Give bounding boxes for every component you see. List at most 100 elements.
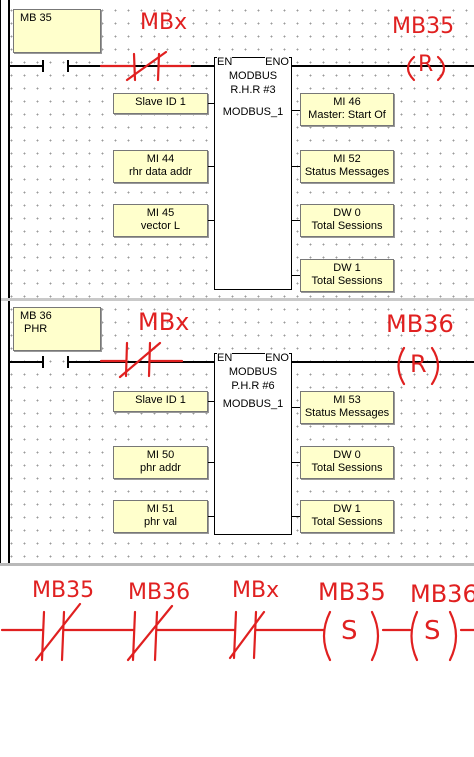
param-line2: Status Messages bbox=[304, 166, 390, 178]
ink-sketch-coil2-right bbox=[448, 610, 458, 662]
param-line2: phr val bbox=[143, 516, 178, 528]
rung1-eno-pin: ENO bbox=[265, 56, 289, 68]
rung1-output-dw0[interactable]: DW 0 Total Sessions bbox=[300, 204, 394, 237]
rung1-input-vector[interactable]: MI 45 vector L bbox=[113, 204, 208, 237]
rung2-output-status[interactable]: MI 53 Status Messages bbox=[300, 391, 394, 424]
rung1-wire-right bbox=[291, 65, 474, 67]
rung-divider bbox=[1, 298, 474, 301]
ink-sketch-c1-r bbox=[60, 610, 66, 662]
ink-rung2-contact-r bbox=[147, 341, 152, 378]
rung1-output-wire-3 bbox=[291, 220, 300, 221]
rung1-block-subtitle: R.H.R #3 bbox=[230, 84, 276, 96]
ink-rung1-coil-name: MB35 bbox=[392, 14, 455, 39]
rung1-block-title: MODBUS bbox=[228, 70, 278, 82]
rung2-output-dw1[interactable]: DW 1 Total Sessions bbox=[300, 500, 394, 533]
rung1-contact-left-bar bbox=[42, 60, 44, 72]
rung1-output-master-start[interactable]: MI 46 Master: Start Of bbox=[300, 93, 394, 126]
rung2-en-pin: EN bbox=[217, 352, 233, 364]
rung2-net-label-line1: MB 36 bbox=[20, 310, 52, 322]
rung1-input-wire-1 bbox=[208, 103, 215, 104]
rung2-input-phr-addr[interactable]: MI 50 phr addr bbox=[113, 446, 208, 479]
rung2-output-dw0[interactable]: DW 0 Total Sessions bbox=[300, 446, 394, 479]
ink-sketch-c3-r bbox=[252, 610, 258, 660]
param-line2: Total Sessions bbox=[311, 462, 383, 474]
param-line1: DW 0 bbox=[333, 207, 361, 219]
param-line2: vector L bbox=[140, 220, 181, 232]
rung1-net-label[interactable]: MB 35 bbox=[13, 9, 101, 53]
rung1-input-wire-2 bbox=[208, 166, 215, 167]
rung1-input-data-addr[interactable]: MI 44 rhr data addr bbox=[113, 150, 208, 183]
editor-bottom-edge bbox=[0, 563, 474, 566]
ink-sketch-coil2-left bbox=[410, 610, 419, 662]
ink-sketch-label-2: MB36 bbox=[128, 580, 191, 605]
rung1-output-dw1[interactable]: DW 1 Total Sessions bbox=[300, 259, 394, 292]
ink-rung2-coil-left bbox=[397, 346, 406, 386]
rung2-wire-mid bbox=[69, 361, 215, 363]
ink-rung1-contact-label: MBx bbox=[140, 10, 188, 35]
param-line1: DW 1 bbox=[333, 503, 361, 515]
rung2-net-label[interactable]: MB 36 PHR bbox=[13, 307, 101, 351]
rung2-block-instance: MODBUS_1 bbox=[222, 398, 284, 410]
ladder-editor[interactable]: MB 35 EN ENO MODBUS R.H.R #3 MODBUS_1 Sl… bbox=[0, 0, 474, 566]
rung2-input-wire-2 bbox=[208, 462, 215, 463]
rung1-output-wire-4 bbox=[291, 275, 300, 276]
rung2-contact-left-bar bbox=[42, 356, 44, 368]
param-line1: Slave ID 1 bbox=[135, 394, 186, 406]
ink-rung1-coil-left bbox=[406, 55, 416, 82]
rung1-output-wire-2 bbox=[291, 166, 300, 167]
rung2-block-subtitle: P.H.R #6 bbox=[231, 380, 275, 392]
rung2-input-wire-1 bbox=[208, 401, 215, 402]
rung2-modbus-block[interactable]: EN ENO MODBUS P.H.R #6 MODBUS_1 bbox=[214, 353, 292, 535]
rung1-modbus-block[interactable]: EN ENO MODBUS R.H.R #3 MODBUS_1 bbox=[214, 57, 292, 290]
ink-rung2-coil-type: R bbox=[410, 350, 427, 378]
rung2-output-wire-1 bbox=[291, 407, 300, 408]
param-line1: MI 50 bbox=[146, 449, 175, 461]
rung1-wire-mid bbox=[69, 65, 215, 67]
ink-sketch-label-3: MBx bbox=[232, 578, 280, 603]
rung2-block-title: MODBUS bbox=[228, 366, 278, 378]
ink-rung2-contact-label: MBx bbox=[138, 308, 190, 336]
ink-rung2-coil-right bbox=[430, 346, 440, 386]
rung2-contact-right-bar bbox=[67, 356, 69, 368]
param-line2: Total Sessions bbox=[311, 275, 383, 287]
rung2-eno-pin: ENO bbox=[265, 352, 289, 364]
ink-sketch-coil1-left bbox=[322, 610, 332, 662]
param-line2: Master: Start Of bbox=[308, 109, 386, 121]
rung1-output-status[interactable]: MI 52 Status Messages bbox=[300, 150, 394, 183]
ink-sketch-coil1-right bbox=[370, 610, 380, 662]
param-line1: MI 52 bbox=[333, 153, 361, 165]
param-line1: DW 0 bbox=[333, 449, 361, 461]
param-line2: rhr data addr bbox=[129, 166, 192, 178]
rung1-en-pin: EN bbox=[217, 56, 233, 68]
ink-sketch-label-5: MB36 bbox=[410, 580, 474, 608]
ink-sketch-label-4: MB35 bbox=[318, 578, 386, 606]
param-line1: DW 1 bbox=[333, 262, 361, 274]
rung2-input-slave-id[interactable]: Slave ID 1 bbox=[113, 391, 208, 412]
param-line1: MI 44 bbox=[146, 153, 175, 165]
ink-rung1-coil-right bbox=[436, 55, 446, 82]
param-line1: MI 46 bbox=[333, 96, 361, 108]
param-line1: MI 51 bbox=[146, 503, 175, 515]
ink-sketch-c2-slash bbox=[126, 604, 174, 662]
rung2-input-wire-3 bbox=[208, 516, 215, 517]
param-line2: Status Messages bbox=[304, 407, 390, 419]
rung1-input-slave-id[interactable]: Slave ID 1 bbox=[113, 93, 208, 114]
rung1-output-wire-1 bbox=[291, 110, 300, 111]
ink-sketch-c2-r bbox=[153, 610, 159, 662]
rung2-wire-left bbox=[10, 361, 42, 363]
param-line2: Total Sessions bbox=[311, 220, 383, 232]
rung1-input-wire-3 bbox=[208, 220, 215, 221]
rung1-wire-left bbox=[10, 65, 42, 67]
rung1-block-instance: MODBUS_1 bbox=[222, 106, 284, 118]
ink-rung1-contact-slash bbox=[125, 50, 168, 82]
rung2-output-wire-2 bbox=[291, 462, 300, 463]
param-line1: MI 53 bbox=[333, 394, 361, 406]
ink-sketch-coil2-type: S bbox=[424, 616, 441, 646]
param-line2: Total Sessions bbox=[311, 516, 383, 528]
rung1-net-label-text: MB 35 bbox=[20, 12, 52, 24]
rung2-input-phr-val[interactable]: MI 51 phr val bbox=[113, 500, 208, 533]
ink-sketch-coil1-type: S bbox=[341, 616, 358, 646]
ink-sketch-c1-slash bbox=[34, 602, 82, 662]
param-line2: phr addr bbox=[140, 462, 181, 474]
